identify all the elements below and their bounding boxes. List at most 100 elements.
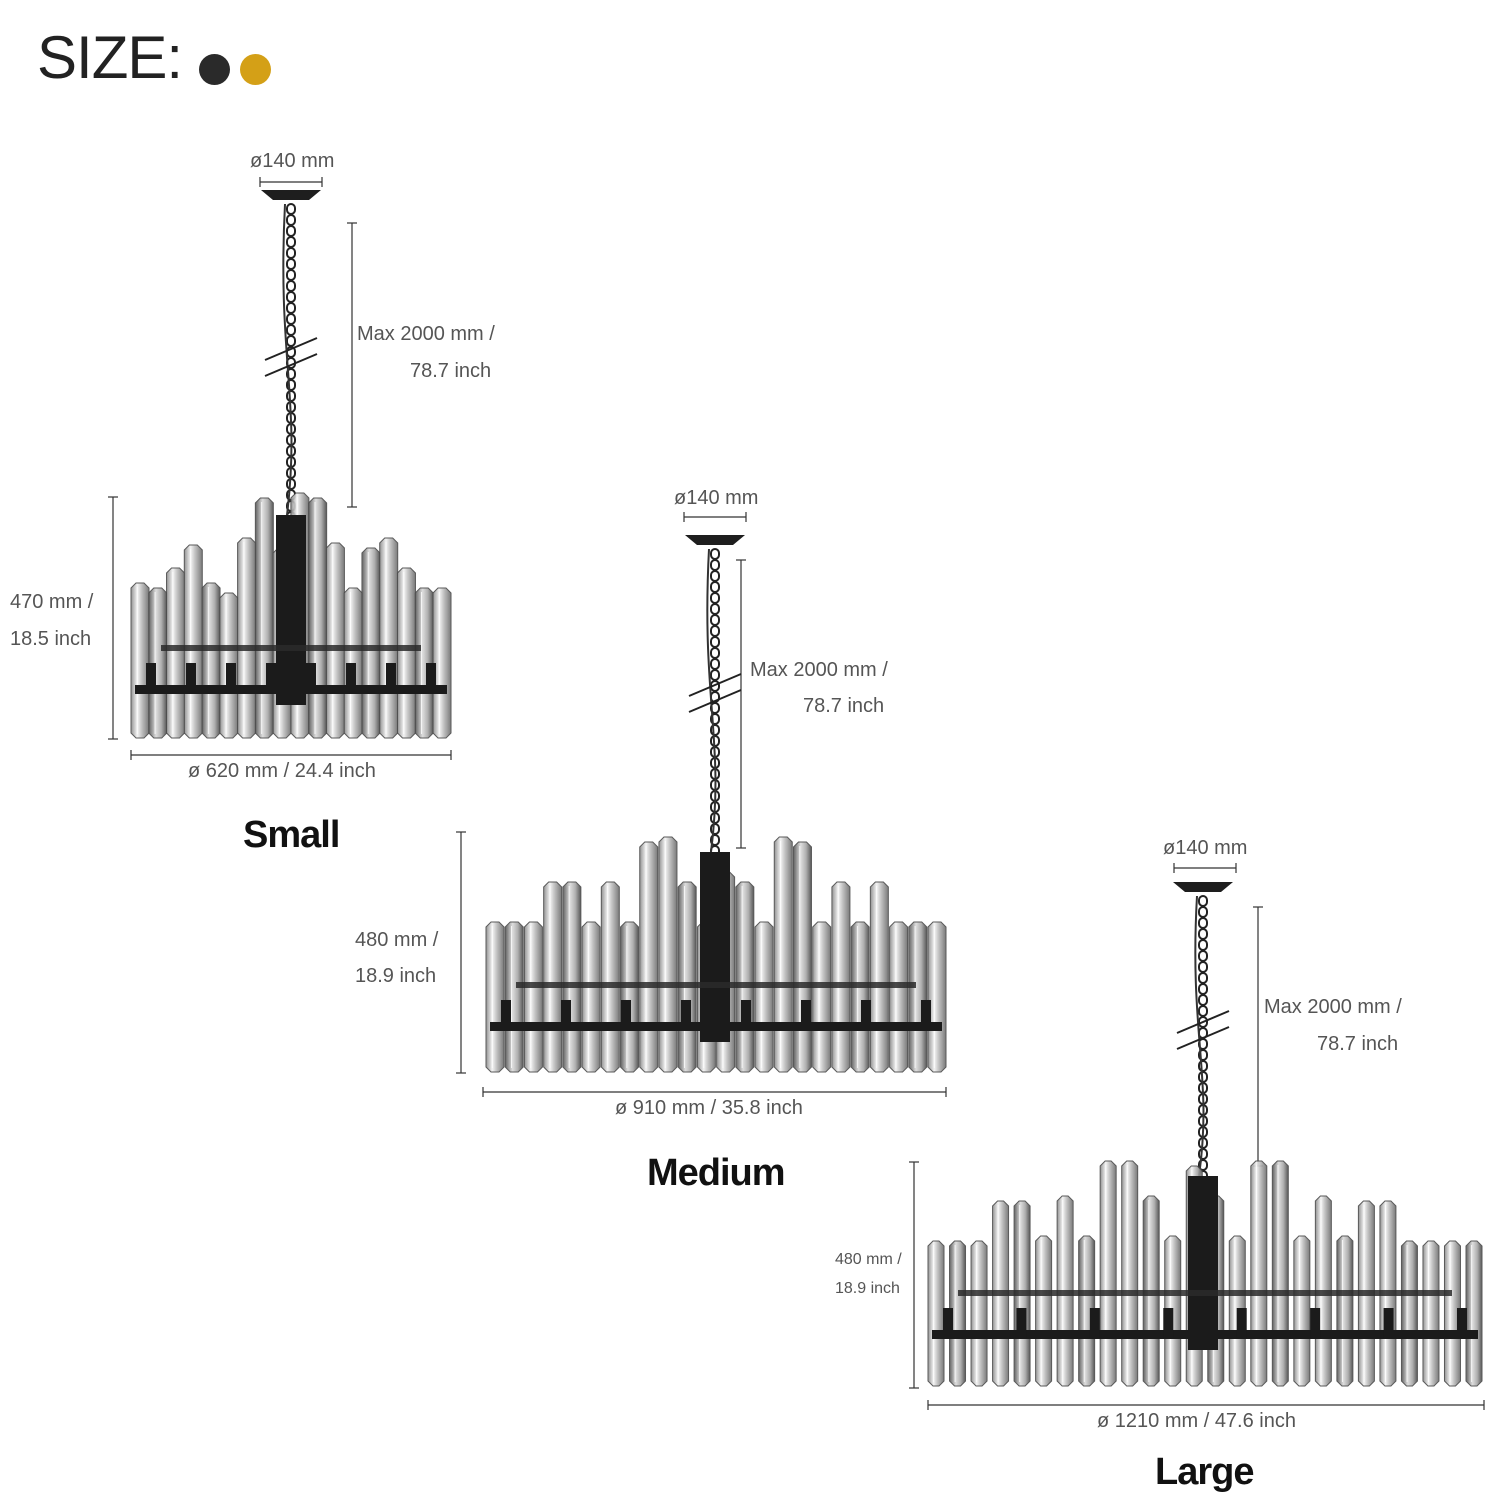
medium-chandelier-crystal	[754, 921, 774, 1073]
medium-chandelier-crystal	[908, 921, 928, 1073]
small-max-length-line1: Max 2000 mm /	[357, 323, 495, 345]
small-chandelier-crystal	[308, 497, 328, 739]
small-chandelier-crystal	[254, 497, 274, 739]
large-chandelier-candle-cup	[1236, 1308, 1247, 1338]
small-chandelier-chain-link	[286, 313, 296, 325]
small-chandelier-chain-link	[286, 203, 296, 215]
medium-chandelier-chain-link	[710, 559, 720, 571]
small-chandelier-chain-link	[286, 335, 296, 347]
medium-chandelier-crystal	[523, 921, 543, 1073]
large-chandelier-crystal	[1121, 1160, 1139, 1387]
large-chandelier-chain-link	[1198, 1148, 1208, 1160]
large-chandelier-chain-link	[1198, 972, 1208, 984]
small-chandelier-crystal	[183, 544, 203, 739]
large-max-length-line2: 78.7 inch	[1317, 1033, 1399, 1055]
small-chandelier-chain-link	[286, 390, 296, 402]
small-chandelier-chain-link	[286, 236, 296, 248]
small-chandelier-chain-link	[286, 324, 296, 336]
medium-chandelier-crystal	[773, 836, 793, 1073]
small-chandelier-candle-cup	[426, 663, 436, 693]
medium-chandelier-crystal	[562, 881, 582, 1073]
medium-chandelier-crystal	[792, 841, 812, 1073]
small-chandelier-chain-cable	[282, 203, 293, 516]
small-chandelier-chain-link	[286, 291, 296, 303]
large-chandelier-crystal	[927, 1240, 945, 1387]
medium-chandelier-crystal	[831, 881, 851, 1073]
medium-chandelier-crystal	[600, 881, 620, 1073]
small-variant-name: Small	[243, 814, 340, 856]
color-swatch-black[interactable]	[199, 54, 230, 85]
medium-chandelier-candle-cup	[621, 1000, 631, 1030]
large-height-line2: 18.9 inch	[835, 1280, 900, 1297]
small-chandelier-upper-ring	[161, 645, 421, 651]
large-chandelier-chain-link	[1198, 994, 1208, 1006]
small-chandelier-crystal	[130, 582, 150, 739]
large-chandelier-candle-cup	[1310, 1308, 1321, 1338]
small-height-line2: 18.5 inch	[10, 628, 92, 650]
small-chandelier-chain-link	[286, 214, 296, 226]
small-chandelier-chain-link	[286, 280, 296, 292]
medium-chandelier-chain-link	[710, 658, 720, 670]
medium-canopy-diameter: ø140 mm	[674, 487, 759, 509]
small-chandelier-chain-link	[286, 258, 296, 270]
small-chandelier-candle-cup	[266, 663, 276, 693]
small-chandelier-crystal	[432, 587, 452, 739]
medium-chandelier-chain-link	[710, 636, 720, 648]
small-chandelier-chain-link	[286, 302, 296, 314]
large-chandelier-chain-link	[1198, 928, 1208, 940]
small-chandelier-candle-cup	[186, 663, 196, 693]
large-chandelier-canopy	[1173, 882, 1233, 892]
large-diameter: ø 1210 mm / 47.6 inch	[1097, 1410, 1296, 1432]
medium-chandelier-candle-cup	[921, 1000, 931, 1030]
large-chandelier-arm-ring	[932, 1330, 1478, 1339]
medium-chandelier-chain-link	[710, 603, 720, 615]
large-variant-name: Large	[1155, 1451, 1254, 1493]
small-diameter: ø 620 mm / 24.4 inch	[188, 760, 376, 782]
medium-chandelier-crystal	[850, 921, 870, 1073]
small-chandelier-crystal	[396, 567, 416, 739]
large-chandelier-break-mark	[1176, 1026, 1230, 1050]
large-chandelier-crystal	[1465, 1240, 1483, 1387]
medium-chandelier-crystal	[889, 921, 909, 1073]
large-chandelier-candle-cup	[1383, 1308, 1394, 1338]
large-max-length-line1: Max 2000 mm /	[1264, 996, 1402, 1018]
small-chandelier-chain-link	[286, 269, 296, 281]
medium-chandelier-crystal	[543, 881, 563, 1073]
medium-chandelier-crystal	[485, 921, 505, 1073]
medium-chandelier-crystal	[620, 921, 640, 1073]
small-chandelier-center-column	[276, 515, 306, 705]
large-chandelier-candle-cup	[1016, 1308, 1027, 1338]
small-chandelier-candle-cup	[226, 663, 236, 693]
medium-chandelier-arm-ring	[490, 1022, 942, 1031]
small-chandelier-candle-cup	[386, 663, 396, 693]
large-canopy-diameter: ø140 mm	[1163, 837, 1248, 859]
medium-chandelier-canopy	[685, 535, 745, 545]
large-chandelier-candle-cup	[943, 1308, 953, 1338]
color-swatch-gold[interactable]	[240, 54, 271, 85]
medium-chandelier-chain-link	[710, 548, 720, 560]
large-chandelier-chain-link	[1198, 917, 1208, 929]
large-chandelier-crystal	[1293, 1235, 1311, 1387]
medium-chandelier-crystal	[658, 836, 678, 1073]
medium-max-length-line2: 78.7 inch	[803, 695, 885, 717]
large-chandelier-crystal	[1400, 1240, 1418, 1387]
medium-chandelier-chain-link	[710, 581, 720, 593]
large-chandelier-crystal	[1035, 1235, 1053, 1387]
medium-chandelier-chain-link	[710, 592, 720, 604]
large-chandelier-center-column	[1188, 1176, 1218, 1350]
medium-chandelier-center-column	[700, 852, 730, 1042]
medium-chandelier-crystal	[504, 921, 524, 1073]
large-chandelier-break-mark	[1176, 1010, 1230, 1034]
large-chandelier-chain-link	[1198, 950, 1208, 962]
large-chandelier-upper-ring	[958, 1290, 1452, 1296]
medium-chandelier-chain-link	[710, 614, 720, 626]
page-title: SIZE:	[37, 24, 183, 91]
small-canopy-diameter: ø140 mm	[250, 150, 335, 172]
small-chandelier-crystal	[325, 542, 345, 739]
large-chandelier-chain-link	[1198, 895, 1208, 907]
medium-height-line1: 480 mm /	[355, 929, 439, 951]
large-chandelier-crystal	[970, 1240, 988, 1387]
medium-variant-name: Medium	[647, 1152, 786, 1194]
small-chandelier-crystal	[379, 537, 399, 739]
small-chandelier-chain-link	[286, 225, 296, 237]
